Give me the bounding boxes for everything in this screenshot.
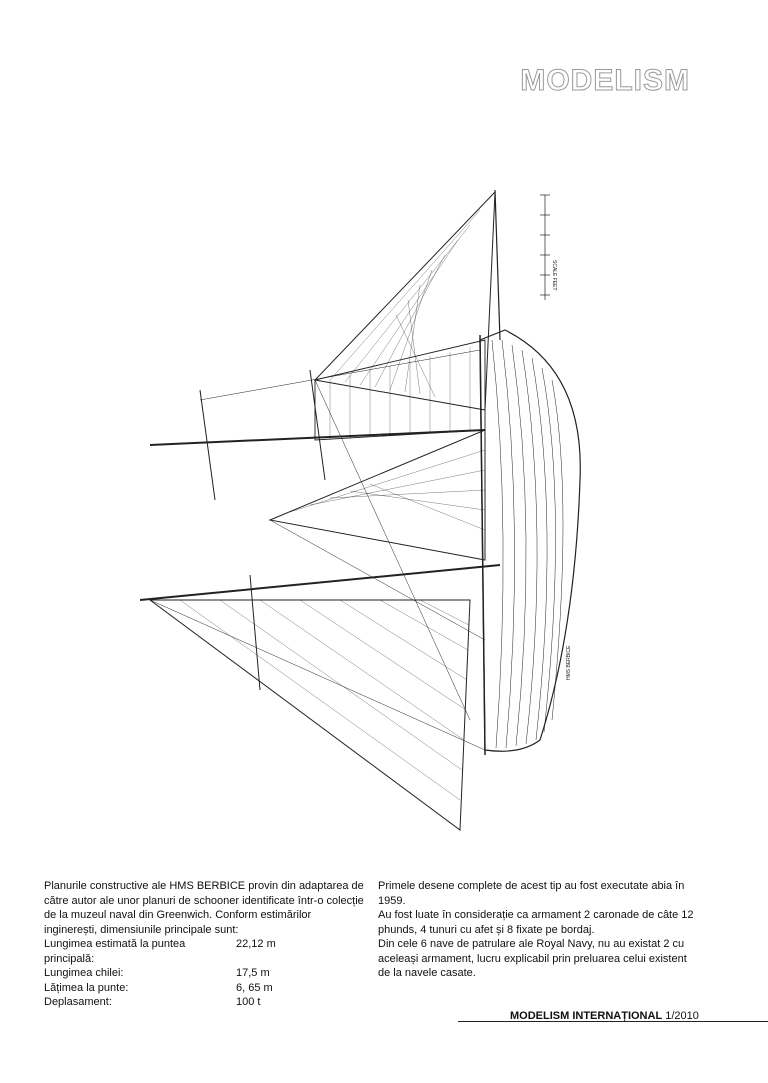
issue-number: 1/2010 [665,1010,699,1022]
ship-plan-drawing: SCALE FEET HMS BERBICE [140,189,581,831]
spec-label: Deplasament: [44,996,112,1008]
spec-value: 100 t [236,996,261,1008]
spec-label: Lungimea chilei: [44,967,124,979]
hull-label: HMS BERBICE [566,645,572,680]
page-footer: MODELISM INTERNAȚIONAL 1/2010 [510,1010,699,1022]
scale-bar [540,194,550,300]
lower-sail [148,599,471,831]
upper-sail [313,190,496,411]
left-text-column: Planurile constructive ale HMS BERBICE p… [44,879,364,1010]
middle-upper-sail [314,339,486,441]
spec-row: Lungimea chilei: 17,5 m [44,966,364,981]
magazine-logo: MODELISM [520,64,690,98]
publication-name: MODELISM INTERNAȚIONAL [510,1010,663,1022]
spec-row: Lungimea estimată la puntea principală: … [44,937,364,966]
middle-lower-sail [268,429,486,561]
spec-value: 22,12 m [236,938,276,950]
spec-label: Lățimea la punte: [44,981,129,994]
spec-row: Deplasament: 100 t [44,995,364,1010]
spec-value: 6, 65 m [236,981,273,994]
footer-rule [458,1021,768,1022]
right-text-column: Primele desene complete de acest tip au … [378,879,698,981]
scale-label: SCALE FEET [551,260,557,291]
paragraph-1: Primele desene complete de acest tip au … [378,880,685,907]
spec-label: Lungimea estimată la puntea principală: [44,938,186,965]
hull-outline [479,329,581,752]
intro-paragraph: Planurile constructive ale HMS BERBICE p… [44,880,364,936]
paragraph-2: Au fost luate în considerație ca armamen… [378,909,694,936]
spec-row: Lățimea la punte: 6, 65 m [44,981,364,996]
paragraph-3: Din cele 6 nave de patrulare ale Royal N… [378,938,687,979]
spec-value: 17,5 m [236,967,270,979]
